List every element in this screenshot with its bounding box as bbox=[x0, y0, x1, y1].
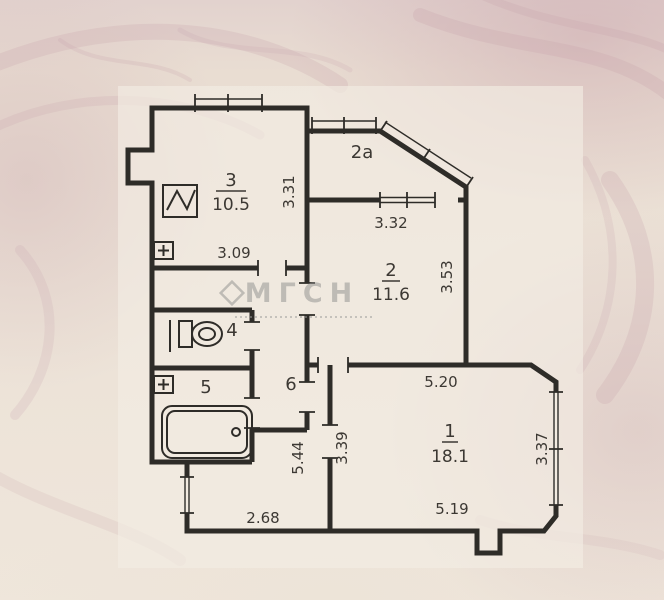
room-1-area: 18.1 bbox=[431, 447, 469, 467]
bathtub-icon bbox=[161, 405, 253, 459]
dim-2-68: 2.68 bbox=[246, 509, 279, 527]
dim-5-19: 5.19 bbox=[435, 500, 468, 518]
dim-3-31: 3.31 bbox=[280, 175, 298, 208]
stove-icon bbox=[162, 184, 198, 218]
window-hall-icon bbox=[180, 476, 194, 514]
window-room1-icon bbox=[549, 391, 563, 506]
interior-walls bbox=[152, 131, 466, 531]
window-loggia-diagonal-icon bbox=[378, 120, 474, 190]
room-2a-label: 2а bbox=[351, 142, 373, 163]
watermark: МГСН bbox=[218, 278, 372, 318]
dim-5-20: 5.20 bbox=[424, 373, 457, 391]
vent-shaft-bath-icon bbox=[153, 375, 174, 394]
dim-3-32: 3.32 bbox=[374, 214, 407, 232]
watermark-logo-icon bbox=[218, 279, 246, 307]
room-3-area: 10.5 bbox=[212, 195, 250, 215]
window-kitchen-icon bbox=[194, 94, 263, 112]
window-loggia-top-icon bbox=[311, 117, 377, 134]
room-2-area: 11.6 bbox=[372, 285, 410, 305]
dimension-labels: 3.31 3.09 3.32 3.53 5.20 3.37 5.19 3.39 … bbox=[217, 175, 551, 527]
room-4-number: 4 bbox=[226, 320, 237, 341]
dim-3-39: 3.39 bbox=[333, 431, 351, 464]
room-2-number: 2 bbox=[385, 260, 396, 281]
window-room2-icon bbox=[379, 192, 436, 208]
toilet-icon bbox=[169, 320, 223, 352]
fixtures bbox=[153, 184, 253, 459]
watermark-text: МГСН bbox=[245, 278, 359, 309]
room-5-number: 5 bbox=[200, 377, 211, 398]
dim-3-53: 3.53 bbox=[438, 260, 456, 293]
vent-shaft-kitchen-icon bbox=[153, 241, 174, 260]
room-6-number: 6 bbox=[285, 374, 296, 395]
room-1-number: 1 bbox=[444, 421, 455, 442]
room-3-number: 3 bbox=[225, 170, 236, 191]
room-labels: 3 10.5 2а 2 11.6 4 5 6 1 18.1 bbox=[200, 142, 469, 467]
windows bbox=[180, 94, 563, 514]
dim-3-37: 3.37 bbox=[533, 432, 551, 465]
dim-5-44: 5.44 bbox=[289, 441, 307, 474]
dim-3-09: 3.09 bbox=[217, 244, 250, 262]
